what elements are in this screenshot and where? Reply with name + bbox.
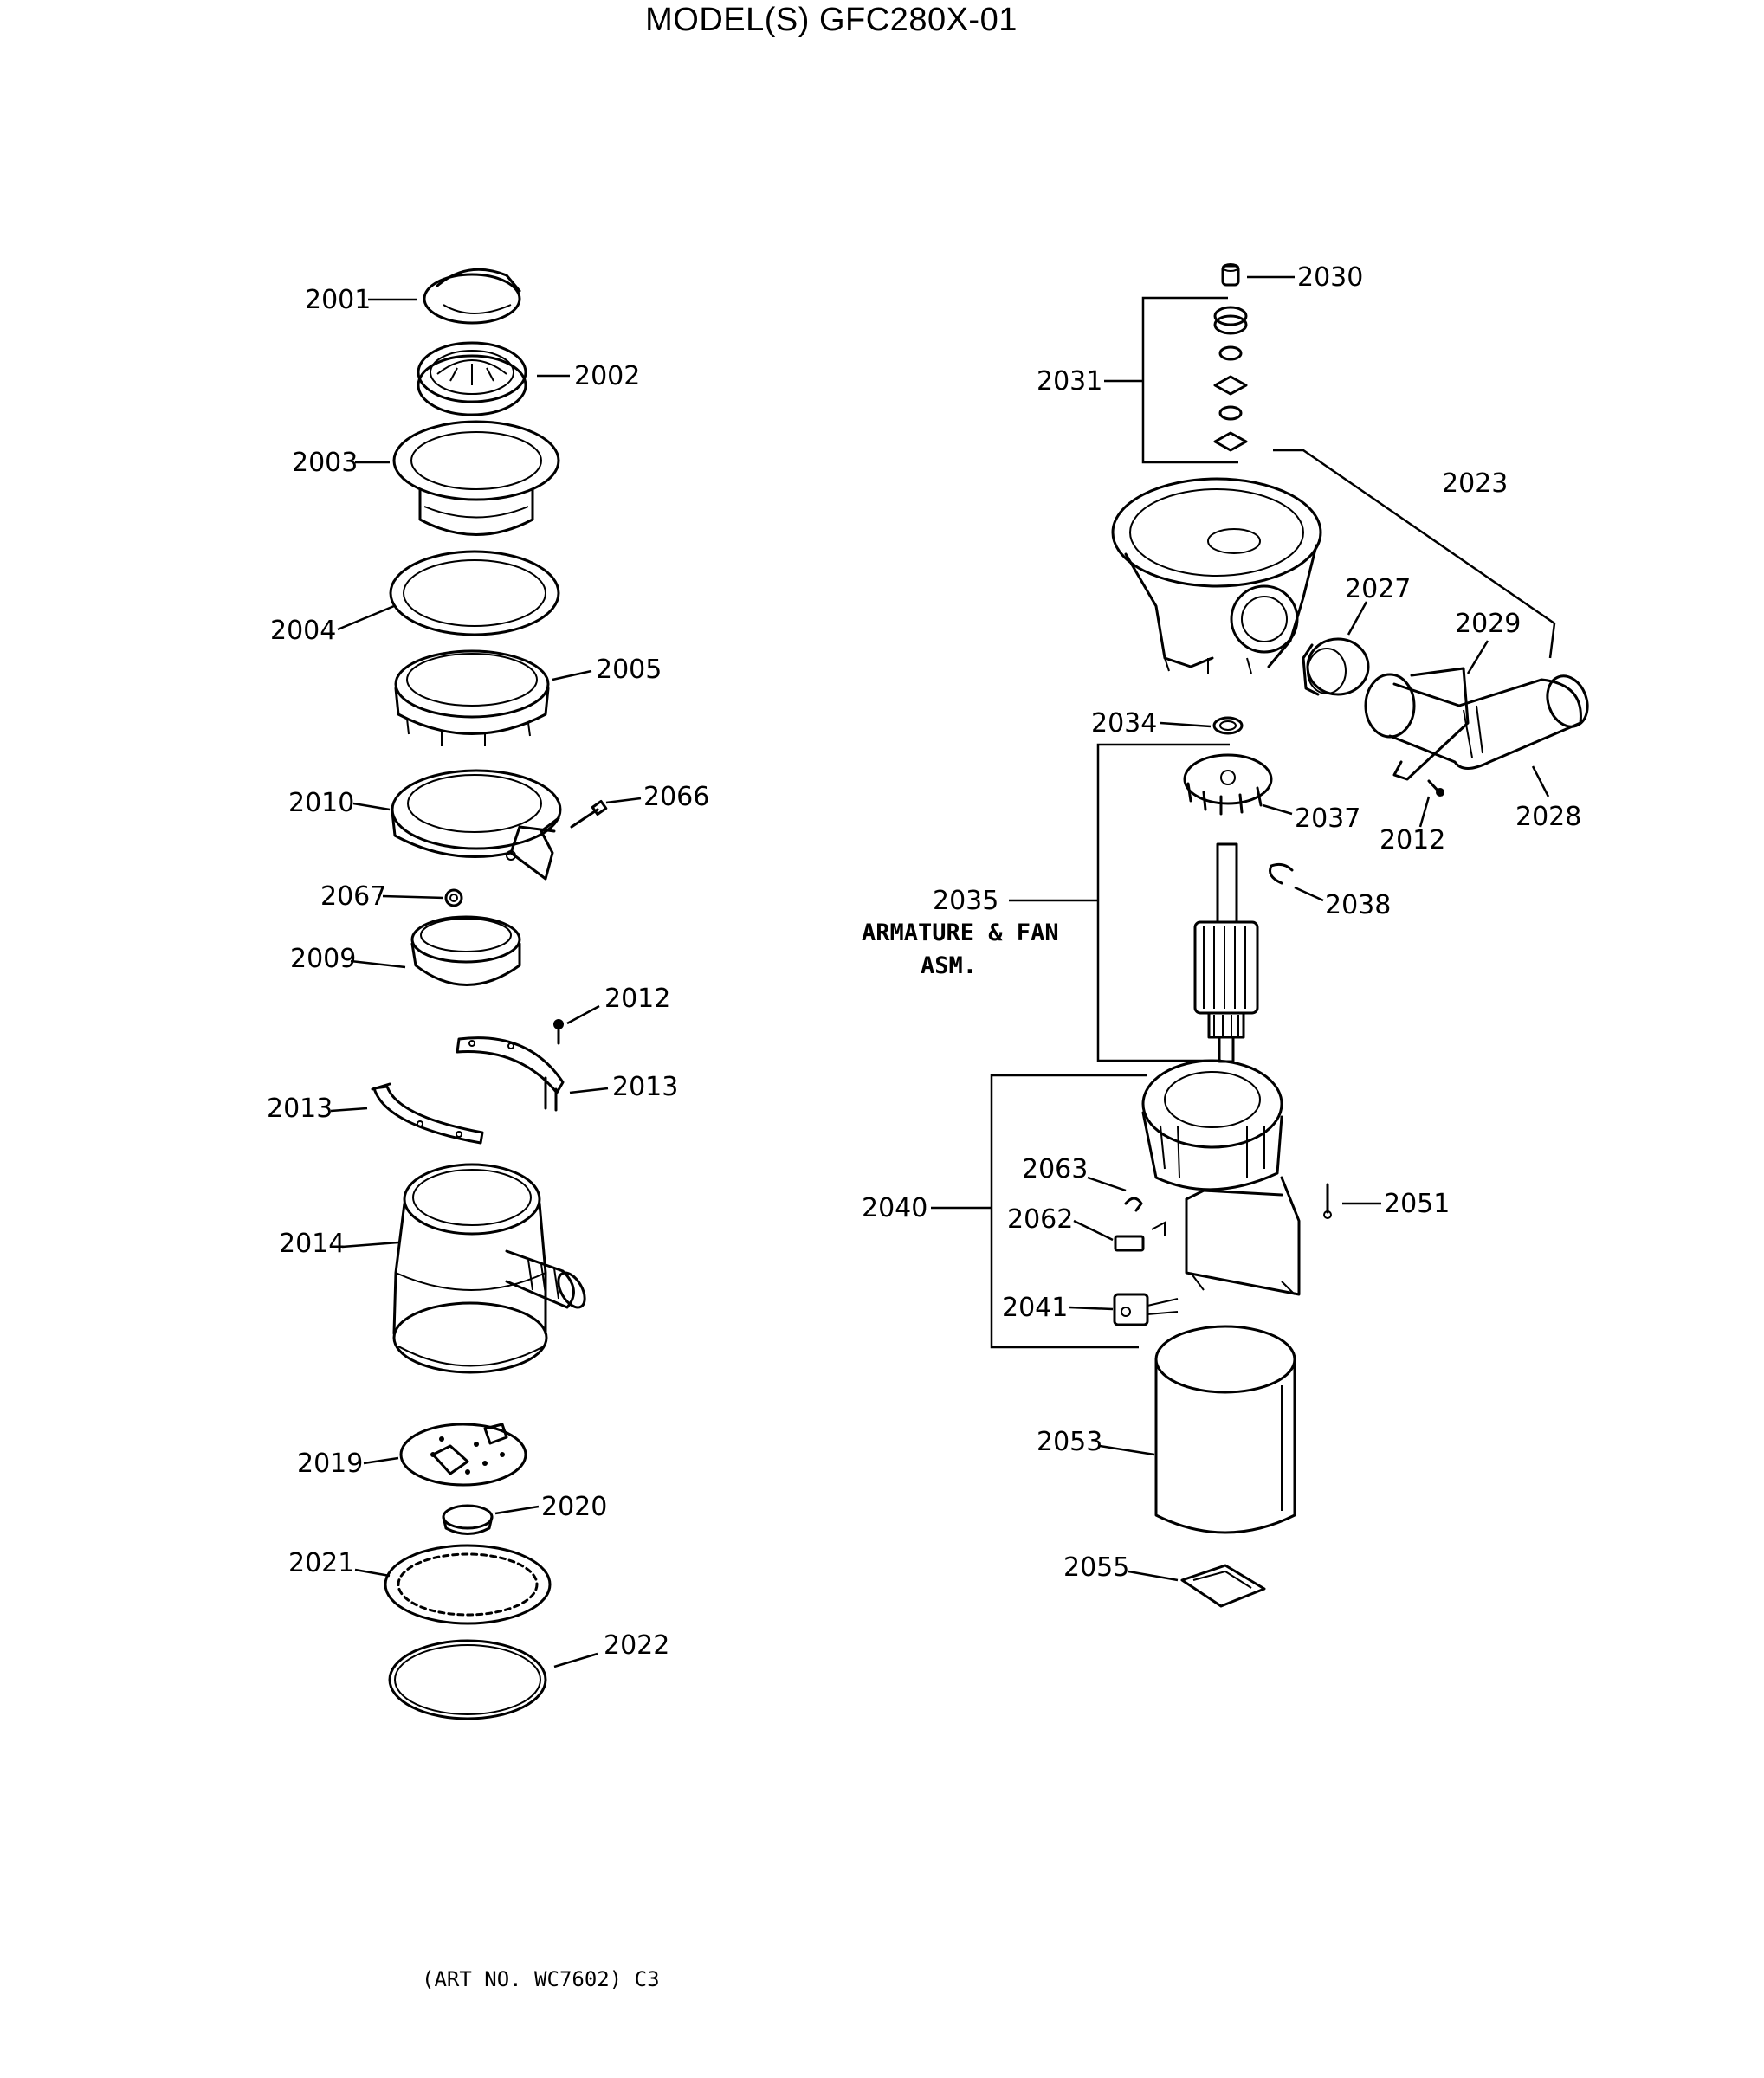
- part-2014-hopper-housing: [392, 1163, 586, 1374]
- callout-2040: 2040: [862, 1193, 927, 1223]
- callout-2063: 2063: [1022, 1154, 1088, 1184]
- part-2031-bearing-kit: [1213, 306, 1248, 452]
- part-2027-grommet: [1302, 637, 1370, 696]
- part-2001-stopper: [423, 268, 521, 325]
- callout-2053: 2053: [1037, 1427, 1102, 1457]
- callout-2023: 2023: [1442, 468, 1508, 499]
- part-2038-retaining-ring: [1269, 862, 1294, 885]
- part-2051-screw: [1323, 1183, 1332, 1219]
- part-2063-clip: [1124, 1197, 1143, 1212]
- callout-2009: 2009: [290, 944, 356, 974]
- callout-2014: 2014: [279, 1229, 345, 1259]
- callout-2001: 2001: [305, 285, 371, 315]
- armature-fan-description-line1: ARMATURE & FAN: [862, 920, 1059, 946]
- part-2021-shredder-ring: [384, 1544, 552, 1625]
- callout-2013-right: 2013: [612, 1072, 678, 1102]
- callout-2067: 2067: [320, 881, 386, 912]
- bracket-2023: [1273, 449, 1556, 659]
- part-2029-flange: [1364, 667, 1470, 781]
- part-2041-switch: [1113, 1293, 1179, 1326]
- part-2002-splash-guard: [417, 341, 527, 416]
- part-2020-hub: [442, 1504, 494, 1535]
- callout-2012-left: 2012: [604, 984, 670, 1014]
- bracket-2035: [1096, 743, 1230, 1062]
- callout-2002: 2002: [574, 361, 640, 391]
- callout-2010: 2010: [288, 788, 354, 818]
- part-2040-stator-assembly: [1141, 1059, 1301, 1296]
- callout-2051: 2051: [1384, 1189, 1450, 1219]
- callout-2003: 2003: [292, 448, 358, 478]
- callout-2037: 2037: [1295, 803, 1360, 834]
- callout-2029: 2029: [1455, 609, 1521, 639]
- callout-2041: 2041: [1002, 1293, 1068, 1323]
- part-2004-fiber-gasket: [389, 550, 560, 636]
- part-2019-rotating-plate: [399, 1423, 527, 1487]
- callout-2034: 2034: [1091, 708, 1157, 739]
- bracket-2040: [990, 1074, 1147, 1349]
- callout-2066: 2066: [643, 782, 709, 812]
- part-2003-sink-flange: [392, 420, 560, 536]
- part-2010-mounting-ring: [391, 769, 562, 881]
- part-2035-armature: [1193, 842, 1259, 1063]
- diagram-title: MODEL(S) GFC280X-01: [645, 2, 1018, 38]
- callout-2027: 2027: [1345, 574, 1411, 604]
- part-2012-screw-right: [1427, 779, 1444, 797]
- callout-2013-left: 2013: [267, 1094, 333, 1124]
- callout-2019: 2019: [297, 1449, 363, 1479]
- callout-2055: 2055: [1063, 1552, 1129, 1583]
- part-2034-washer: [1212, 716, 1244, 735]
- callout-2028: 2028: [1515, 802, 1581, 832]
- art-number: (ART NO. WC7602) C3: [422, 1967, 660, 1991]
- part-2013-clip-right: [456, 1036, 565, 1112]
- part-2030-cap: [1221, 263, 1240, 287]
- armature-fan-description-line2: ASM.: [921, 952, 977, 979]
- part-2066-screw: [570, 799, 608, 829]
- part-2012-screw-left: [553, 1019, 564, 1045]
- part-2055-bottom-plate: [1180, 1564, 1266, 1608]
- callout-2035: 2035: [933, 886, 998, 916]
- callout-2062: 2062: [1007, 1204, 1073, 1235]
- part-2023-upper-housing: [1111, 477, 1322, 674]
- callout-2020: 2020: [541, 1492, 607, 1522]
- leader-lines: [330, 275, 1550, 1668]
- part-2053-motor-shell: [1154, 1325, 1296, 1534]
- part-2062-brush: [1114, 1221, 1166, 1252]
- part-2037-fan: [1183, 753, 1273, 816]
- callout-2030: 2030: [1297, 262, 1363, 293]
- part-2028-discharge-tube: [1388, 674, 1589, 770]
- part-2013-clip-left: [371, 1082, 484, 1145]
- callout-2022: 2022: [604, 1630, 669, 1661]
- callout-2004: 2004: [270, 616, 336, 646]
- callout-2012-right: 2012: [1380, 825, 1445, 855]
- part-2005-backup-ring: [394, 649, 550, 746]
- callout-2038: 2038: [1325, 890, 1391, 920]
- part-2022-gasket: [388, 1639, 547, 1720]
- callout-2021: 2021: [288, 1548, 354, 1578]
- callout-2031: 2031: [1037, 366, 1102, 397]
- part-2009-gasket: [410, 915, 521, 986]
- part-2067-nut: [444, 888, 463, 907]
- callout-2005: 2005: [596, 655, 662, 685]
